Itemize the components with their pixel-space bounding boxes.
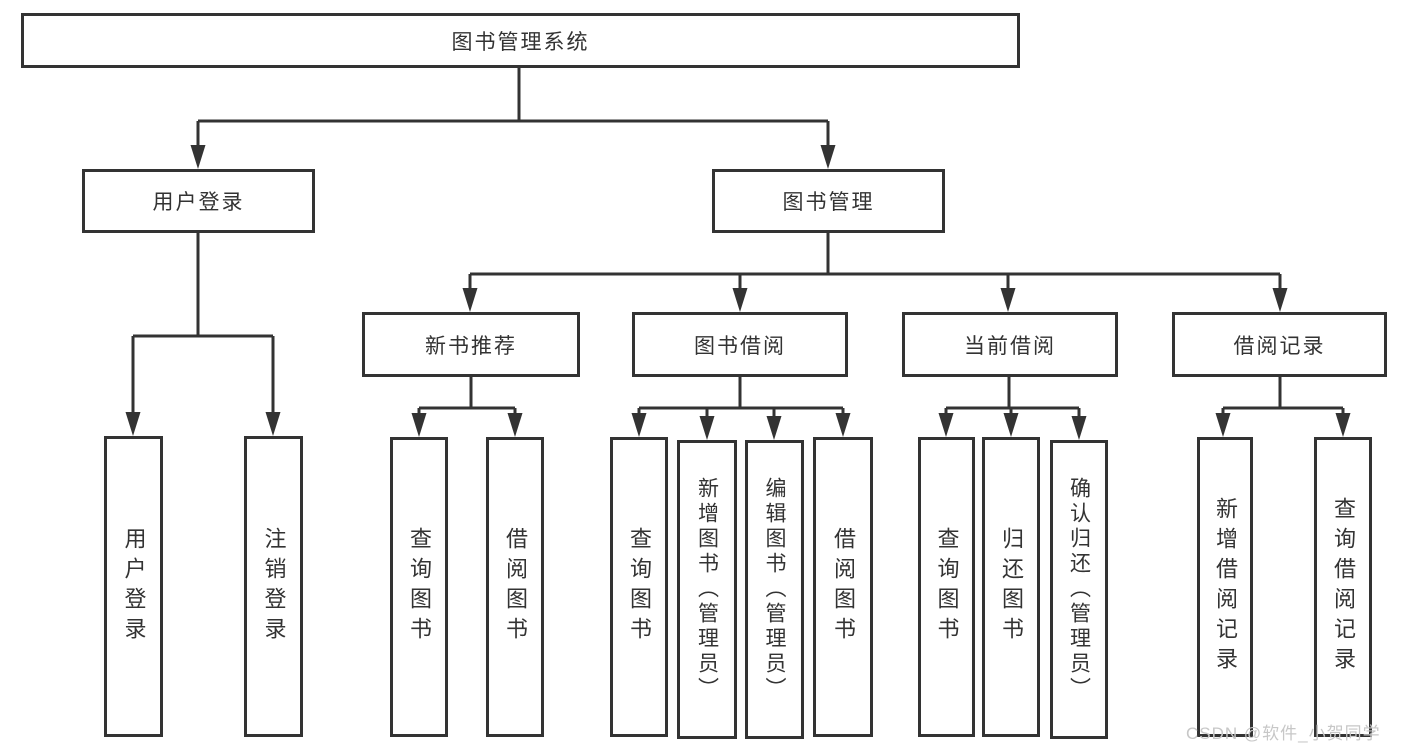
arrowhead-icon <box>732 288 748 312</box>
arrowhead-icon <box>1071 416 1087 440</box>
node-label-library-system: 图书管理系统 <box>451 30 590 54</box>
node-borrow-books-2: 借阅图书 <box>813 437 873 737</box>
node-label-borrowing-records: 借阅记录 <box>1233 334 1326 358</box>
node-label-current-borrowing: 当前借阅 <box>964 334 1056 358</box>
node-label-borrow-books-1: 借阅图书 <box>503 527 528 647</box>
arrowhead-icon <box>1003 413 1019 437</box>
node-label-edit-book-admin: 编辑图书（管理员） <box>763 477 786 702</box>
node-label-add-book-admin: 新增图书（管理员） <box>695 477 719 702</box>
node-query-books-1: 查询图书 <box>390 437 448 737</box>
node-label-query-books-1: 查询图书 <box>407 527 432 647</box>
node-logout-leaf: 注销登录 <box>244 436 303 737</box>
arrowhead-icon <box>265 412 281 436</box>
arrowhead-icon <box>462 288 478 312</box>
arrowhead-icon <box>699 416 715 440</box>
node-query-borrow-record: 查询借阅记录 <box>1314 437 1372 737</box>
arrowhead-icon <box>820 145 836 169</box>
watermark: CSDN @软件_小贺同学 <box>1186 724 1381 743</box>
node-label-borrow-books-2: 借阅图书 <box>831 527 856 647</box>
node-user-login-leaf: 用户登录 <box>104 436 163 737</box>
arrowhead-icon <box>1272 288 1288 312</box>
node-current-borrowing: 当前借阅 <box>902 312 1118 377</box>
node-label-book-borrowing: 图书借阅 <box>694 334 786 358</box>
node-label-query-borrow-record: 查询借阅记录 <box>1331 497 1356 677</box>
node-label-logout-leaf: 注销登录 <box>261 526 287 647</box>
node-user-login: 用户登录 <box>82 169 315 233</box>
node-label-user-login-leaf: 用户登录 <box>121 526 147 647</box>
node-label-add-borrow-record: 新增借阅记录 <box>1213 497 1238 677</box>
node-query-books-2: 查询图书 <box>610 437 668 737</box>
node-borrow-books-1: 借阅图书 <box>486 437 544 737</box>
node-new-book-recommend: 新书推荐 <box>362 312 580 377</box>
node-borrowing-records: 借阅记录 <box>1172 312 1387 377</box>
node-add-book-admin: 新增图书（管理员） <box>677 440 737 739</box>
node-label-confirm-return-admin: 确认归还（管理员） <box>1067 477 1091 702</box>
arrowhead-icon <box>190 145 206 169</box>
node-label-book-management: 图书管理 <box>782 191 875 214</box>
arrowhead-icon <box>766 416 782 440</box>
node-query-books-3: 查询图书 <box>918 437 975 737</box>
node-edit-book-admin: 编辑图书（管理员） <box>745 440 804 739</box>
arrowhead-icon <box>507 413 523 437</box>
arrowhead-icon <box>1215 413 1231 437</box>
node-book-borrowing: 图书借阅 <box>632 312 848 377</box>
arrowhead-icon <box>631 413 647 437</box>
node-library-system: 图书管理系统 <box>21 13 1020 68</box>
node-confirm-return-admin: 确认归还（管理员） <box>1050 440 1108 739</box>
node-label-user-login: 用户登录 <box>152 191 245 214</box>
node-label-return-book: 归还图书 <box>999 527 1024 647</box>
arrowhead-icon <box>835 413 851 437</box>
node-label-query-books-2: 查询图书 <box>627 527 652 647</box>
node-label-new-book-recommend: 新书推荐 <box>425 334 517 358</box>
arrowhead-icon <box>125 412 141 436</box>
node-add-borrow-record: 新增借阅记录 <box>1197 437 1253 737</box>
node-book-management: 图书管理 <box>712 169 945 233</box>
arrowhead-icon <box>1000 288 1016 312</box>
node-label-query-books-3: 查询图书 <box>934 527 960 647</box>
node-return-book: 归还图书 <box>982 437 1040 737</box>
arrowhead-icon <box>411 413 427 437</box>
arrowhead-icon <box>938 413 954 437</box>
arrowhead-icon <box>1335 413 1351 437</box>
